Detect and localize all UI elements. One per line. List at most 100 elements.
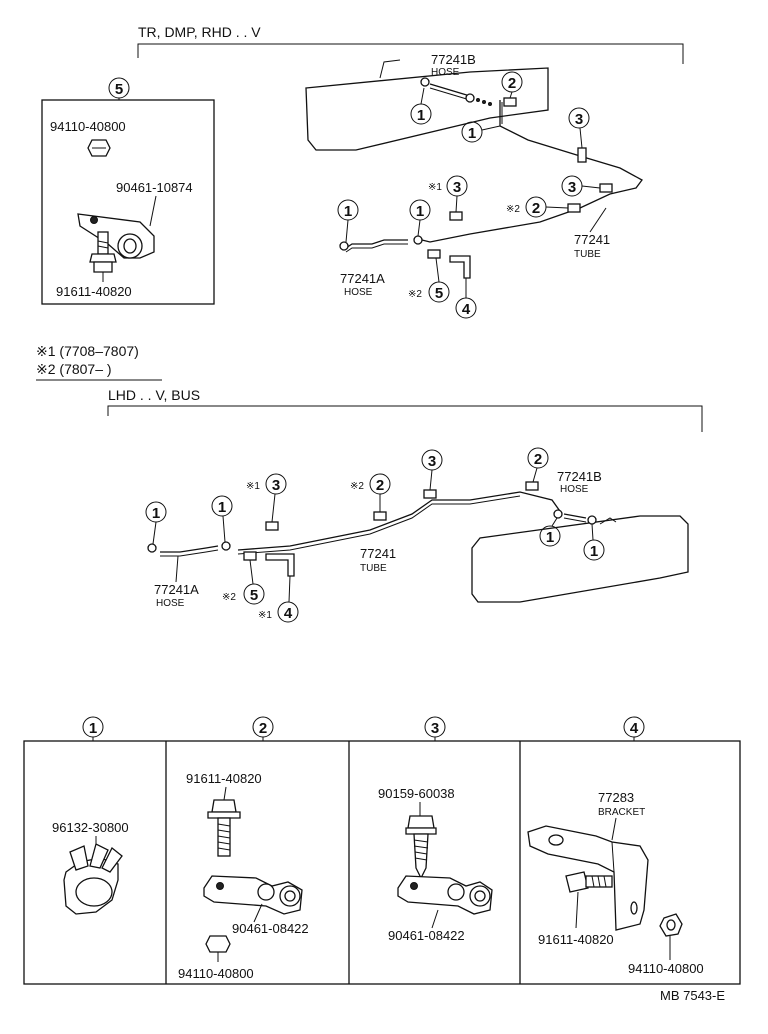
callout-5: ※2 5 — [408, 257, 450, 303]
flange-bolt-icon — [565, 871, 613, 893]
label-hose-a-top: 77241A — [340, 271, 385, 286]
tube-route-top — [421, 100, 643, 243]
nut-icon — [205, 935, 231, 953]
part-number-clip: 96132-30800 — [52, 820, 129, 835]
label-hose-word: HOSE — [431, 67, 460, 78]
callout-2: 2 — [527, 447, 549, 483]
clamp-small-icon — [265, 521, 279, 531]
svg-text:3: 3 — [272, 477, 280, 494]
svg-text:4: 4 — [462, 301, 471, 318]
bracket-icon — [527, 825, 649, 931]
svg-text:※2: ※2 — [408, 289, 422, 300]
part-number-screw: 90159-60038 — [378, 786, 455, 801]
part-number-nut: 94110-40800 — [628, 961, 704, 976]
clamp-small-icon — [373, 511, 387, 521]
hose-a-bottom — [160, 545, 219, 553]
hose-clip-icon — [147, 543, 157, 553]
part-number-clamp: 90461-08422 — [388, 928, 465, 943]
clamp-small-icon — [427, 249, 441, 259]
detail-box-5-frame — [41, 99, 215, 305]
clamp-small-icon — [503, 97, 517, 107]
part-number-clamp: 90461-08422 — [232, 921, 309, 936]
callout-1: 1 — [337, 199, 359, 243]
callout-number-3: 3 — [431, 720, 439, 737]
clamp-small-icon — [599, 183, 613, 193]
svg-text:1: 1 — [152, 505, 160, 522]
hose-clip-icon — [339, 241, 349, 251]
svg-text:5: 5 — [435, 285, 443, 302]
svg-text:3: 3 — [568, 179, 576, 196]
callout-2: 2 — [501, 71, 523, 99]
label-tube-word: TUBE — [574, 249, 601, 260]
hose-a-top — [345, 239, 408, 249]
hose-clip-icon — [221, 541, 231, 551]
svg-text:※1: ※1 — [428, 182, 442, 193]
tube-clamp-icon — [203, 875, 303, 915]
part-number-bracket: 77283 — [598, 790, 634, 805]
svg-text:※2: ※2 — [506, 204, 520, 215]
svg-text:2: 2 — [534, 451, 542, 468]
label-tube-bottom: 77241 — [360, 546, 396, 561]
callout-3: 3 — [561, 175, 601, 197]
detail-box-5: 5 94110-40800 90461-10874 91611-40820 — [41, 77, 215, 305]
flange-bolt-icon — [207, 799, 241, 857]
detail-panels: 1 2 3 4 96132-30800 91611-40820 — [23, 716, 741, 985]
svg-text:1: 1 — [416, 203, 424, 220]
top-section-title: TR, DMP, RHD . . V — [138, 24, 261, 40]
label-tube-top: 77241 — [574, 232, 610, 247]
callout-1: 1 — [410, 87, 432, 125]
hose-clip-icon — [587, 515, 597, 525]
svg-text:3: 3 — [428, 453, 436, 470]
diagram-code: MB 7543-E — [660, 988, 725, 1003]
top-section-bracket-line — [137, 43, 684, 64]
clamp-small-icon — [577, 147, 587, 163]
clamp-small-icon — [423, 489, 437, 499]
clamp-small-icon — [243, 551, 257, 561]
callout-1: 1 — [145, 501, 167, 545]
part-number-nut: 94110-40800 — [50, 119, 126, 134]
label-hose-word: HOSE — [344, 287, 373, 298]
bolt-icon — [89, 231, 117, 273]
hose-b-top — [429, 83, 471, 97]
hose-clip-icon — [465, 93, 475, 103]
tube-clamp-icon — [397, 875, 493, 915]
detail-panels-frame — [23, 740, 741, 985]
label-tube-word: TUBE — [360, 563, 387, 574]
callout-number-2: 2 — [259, 720, 267, 737]
hose-b-bottom — [563, 513, 587, 519]
bottom-section-bracket-line — [107, 405, 703, 432]
callout-2: ※2 2 — [350, 473, 391, 512]
svg-text:※2: ※2 — [222, 592, 236, 603]
callout-3: 3 — [421, 449, 443, 491]
tapping-screw-icon — [405, 815, 437, 880]
bracket-small-icon — [449, 255, 471, 279]
svg-text:2: 2 — [376, 477, 384, 494]
callout-1: 1 — [583, 523, 605, 561]
note-1: ※1 (7708–7807) — [36, 343, 139, 359]
callout-1: 1 — [461, 121, 501, 143]
callout-number-1: 1 — [89, 720, 97, 737]
label-hose-word: HOSE — [560, 484, 589, 495]
callout-1: 1 — [539, 517, 561, 547]
part-number-clamp-5: 90461-10874 — [116, 180, 193, 195]
svg-text:5: 5 — [250, 587, 258, 604]
svg-text:4: 4 — [284, 605, 293, 622]
fuel-tank-top — [305, 59, 549, 151]
hose-clip-icon — [420, 77, 430, 87]
clamp-icon — [77, 213, 155, 259]
svg-text:※2: ※2 — [350, 481, 364, 492]
callout-number-5: 5 — [115, 81, 123, 98]
hose-clip-icon — [553, 509, 563, 519]
bracket-small-icon — [265, 553, 295, 577]
svg-text:3: 3 — [453, 179, 461, 196]
tube-route-bottom — [237, 491, 563, 551]
svg-text:※1: ※1 — [246, 481, 260, 492]
label-hose-a-bottom: 77241A — [154, 582, 199, 597]
callout-1: 1 — [409, 199, 431, 237]
callout-number-4: 4 — [630, 720, 639, 737]
part-number-bolt: 91611-40820 — [186, 771, 262, 786]
svg-text:1: 1 — [468, 125, 476, 142]
label-bracket-word: BRACKET — [598, 807, 645, 818]
